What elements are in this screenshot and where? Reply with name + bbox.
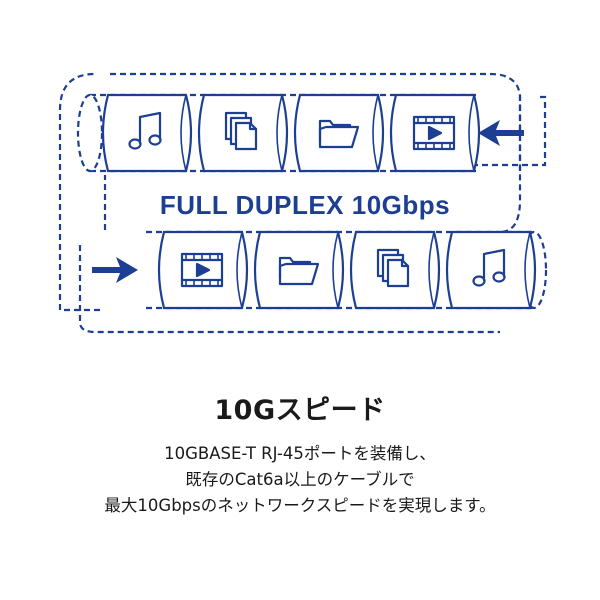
segment-curve xyxy=(428,231,435,309)
folder-icon xyxy=(278,256,320,286)
music-icon xyxy=(128,111,162,150)
segment-curve xyxy=(524,231,531,309)
folder-icon xyxy=(318,119,360,149)
video-icon xyxy=(412,115,456,151)
documents-icon xyxy=(376,248,410,288)
description-line-2: 既存のCat6a以上のケーブルで xyxy=(185,470,415,489)
bottom-pipe xyxy=(146,230,548,310)
description: 10GBASE-T RJ-45ポートを装備し、 既存のCat6a以上のケーブルで… xyxy=(0,441,600,519)
loop-outline-inner xyxy=(78,95,547,334)
segment-curve xyxy=(372,94,379,172)
segment-curve xyxy=(276,94,283,172)
pipe-segment xyxy=(445,230,537,310)
description-line-3: 最大10Gbpsのネットワークスピードを実現します。 xyxy=(104,496,496,515)
pipe-segment xyxy=(253,230,345,310)
duplex-label: FULL DUPLEX 10Gbps xyxy=(160,190,450,220)
pipe-end-cap xyxy=(76,93,104,173)
direction-arrows xyxy=(92,120,524,283)
pipe-segment xyxy=(101,93,193,173)
section-heading: 10Gスピード xyxy=(214,395,386,426)
pipe-segment xyxy=(293,93,385,173)
arrow-right-icon xyxy=(92,257,138,283)
segment-curve xyxy=(180,94,187,172)
full-duplex-diagram: FULL DUPLEX 10Gbps xyxy=(58,72,548,334)
segment-curve xyxy=(332,231,339,309)
documents-icon xyxy=(224,111,258,151)
segment-curve xyxy=(468,94,475,172)
top-pipe xyxy=(76,93,481,173)
arrow-left-icon xyxy=(478,120,524,146)
video-icon xyxy=(180,252,224,288)
music-icon xyxy=(472,248,506,287)
segment-curve xyxy=(236,231,243,309)
description-line-1: 10GBASE-T RJ-45ポートを装備し、 xyxy=(164,444,436,463)
